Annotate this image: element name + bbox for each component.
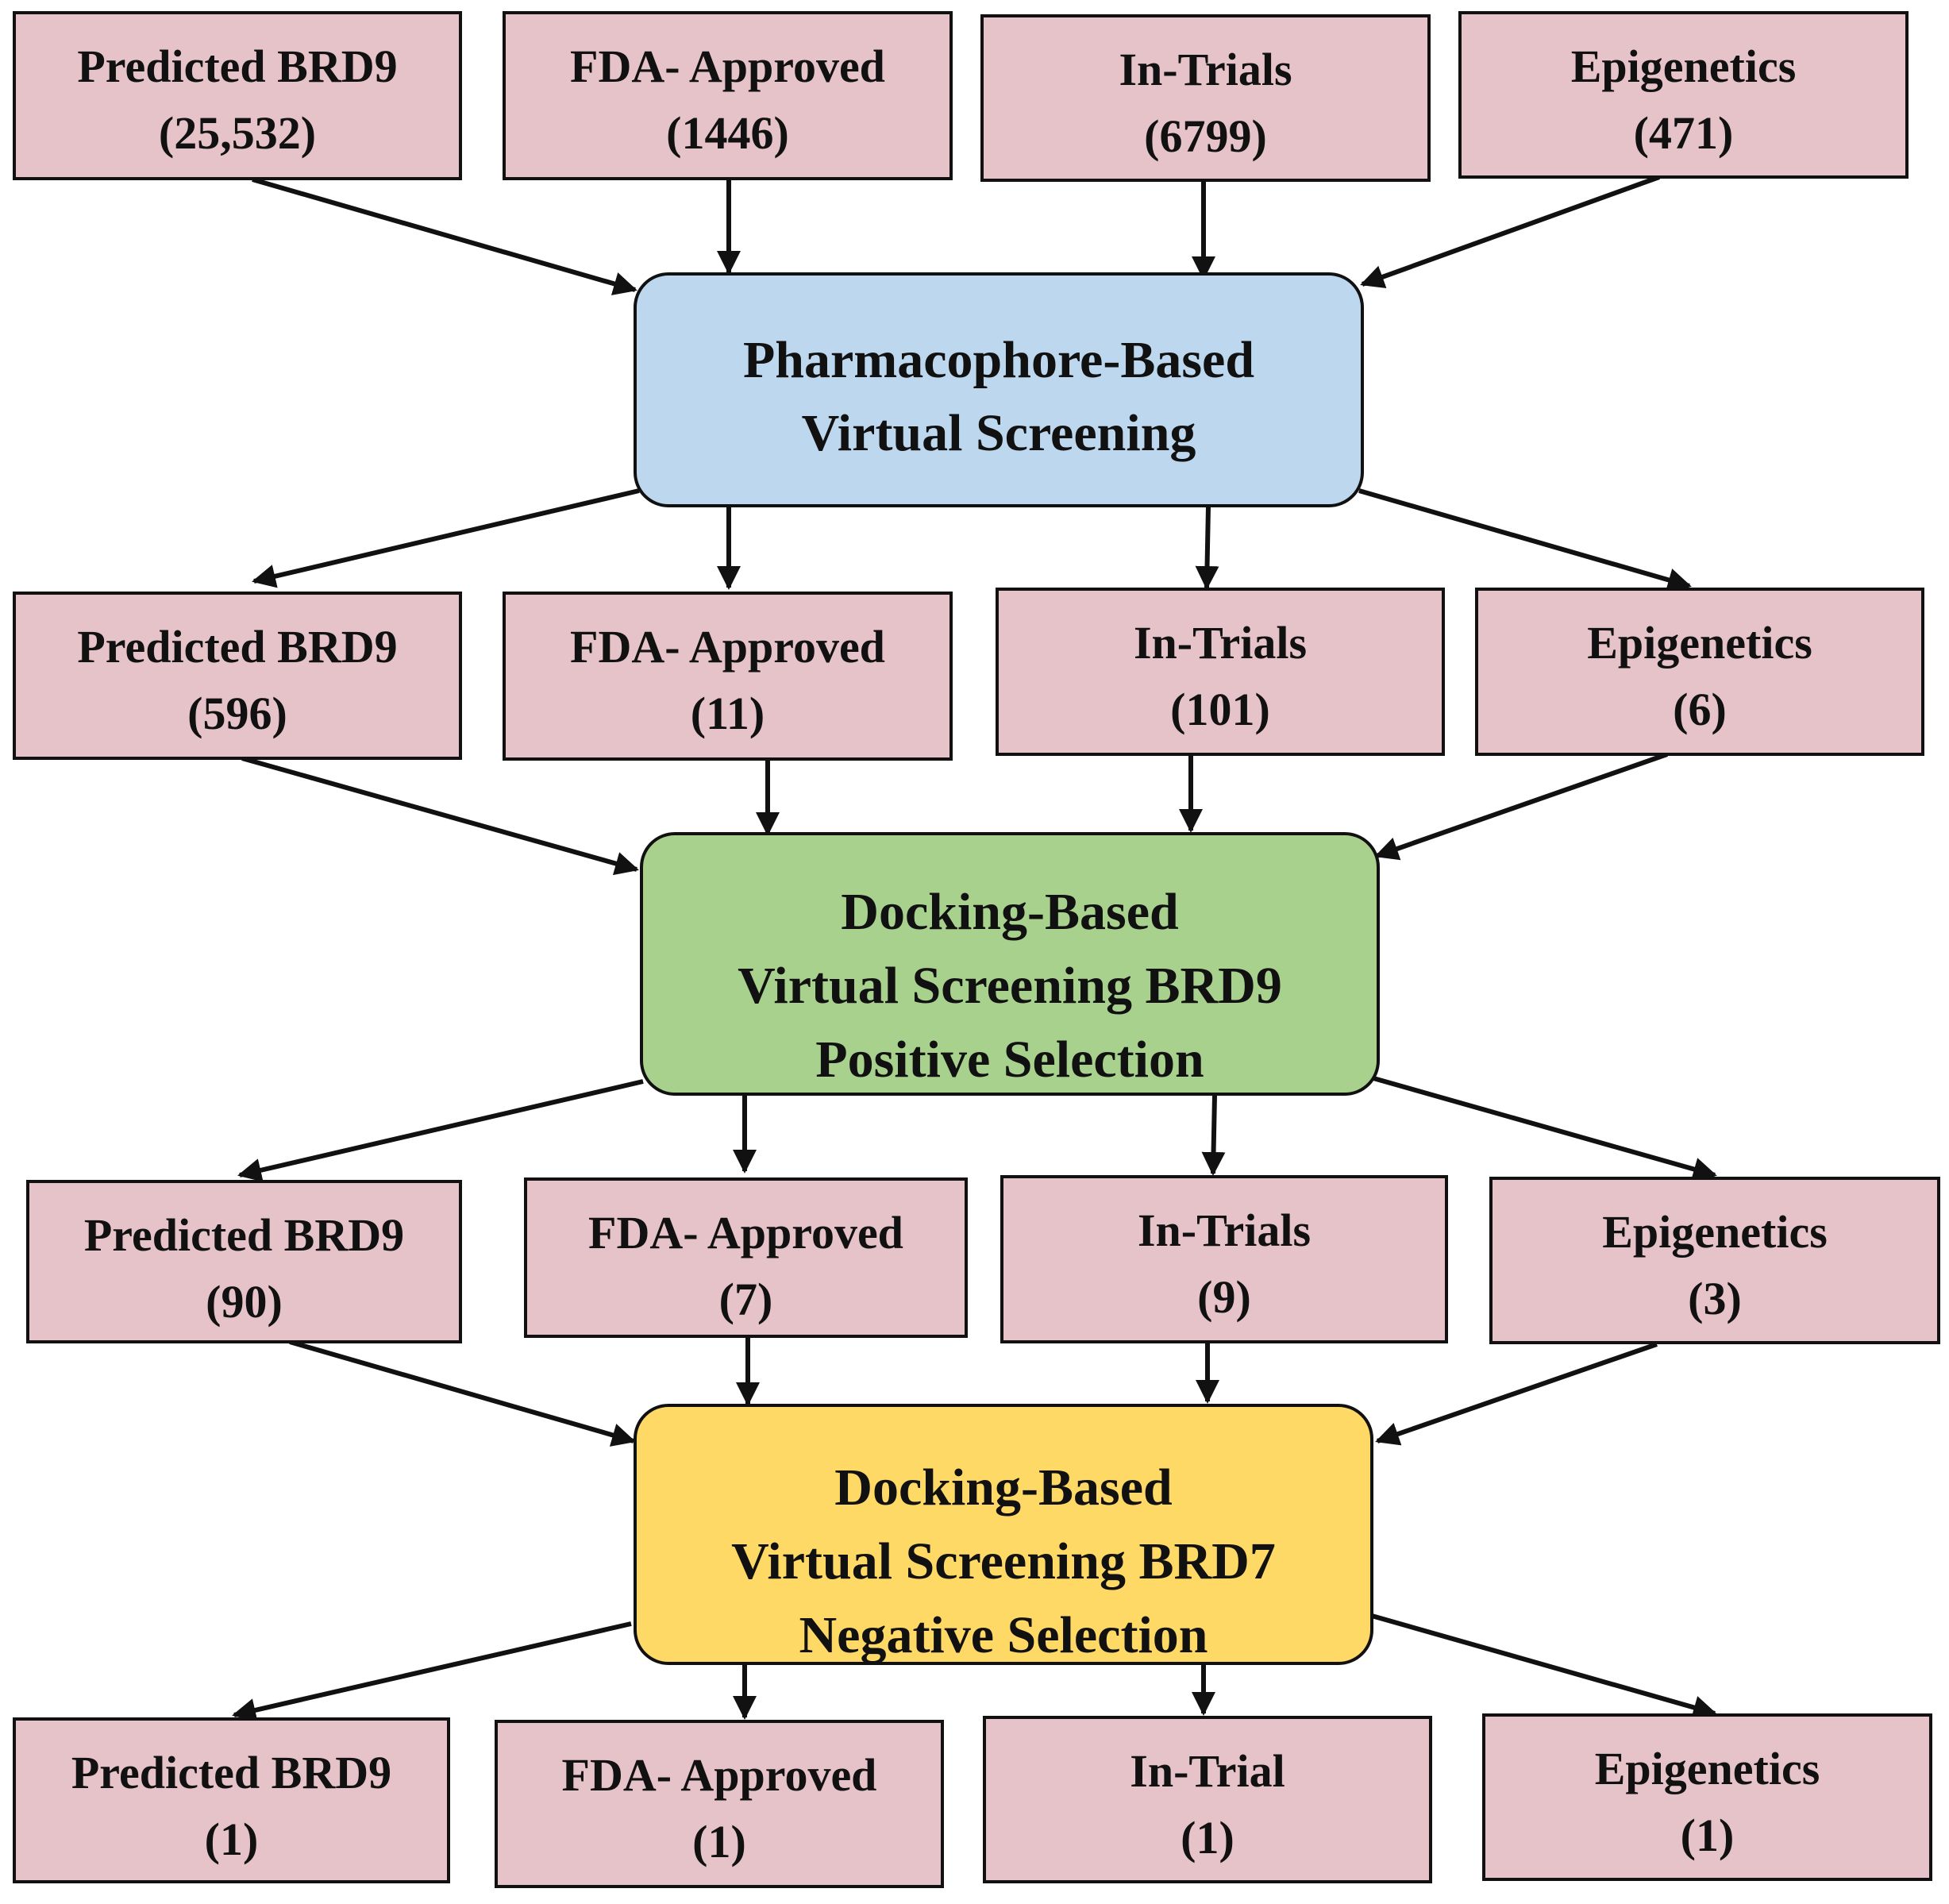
- stage-title-line: Negative Selection: [799, 1606, 1208, 1664]
- database-name: FDA- Approved: [588, 1207, 903, 1258]
- database-box-r4-predicted-brd9: Predicted BRD9 (1): [13, 1717, 450, 1883]
- database-box-background: [1482, 1713, 1932, 1881]
- compound-count: (6): [1673, 684, 1727, 735]
- compound-count: (11): [691, 688, 765, 739]
- database-name: Epigenetics: [1571, 40, 1797, 92]
- database-box-r1-epigenetics: Epigenetics (471): [1458, 11, 1909, 179]
- stage-box-background: [634, 1404, 1373, 1665]
- database-box-background: [1475, 588, 1924, 756]
- database-box-background: [983, 1716, 1432, 1883]
- flow-arrow: [1373, 1076, 1717, 1181]
- compound-count: (1): [205, 1813, 259, 1865]
- database-name: Epigenetics: [1587, 617, 1812, 669]
- database-box-background: [1489, 1177, 1940, 1344]
- database-box-background: [1000, 1175, 1448, 1343]
- database-name: Epigenetics: [1602, 1206, 1828, 1258]
- compound-count: (90): [206, 1276, 283, 1328]
- database-box-background: [980, 14, 1431, 182]
- database-name: In-Trials: [1138, 1204, 1311, 1256]
- flow-arrow: [1360, 175, 1661, 288]
- compound-count: (596): [187, 688, 287, 739]
- database-box-background: [13, 11, 462, 180]
- compound-count: (1446): [666, 107, 789, 159]
- stage-title-line: Positive Selection: [815, 1031, 1204, 1089]
- database-box-r2-epigenetics: Epigenetics (6): [1475, 588, 1924, 756]
- compound-row-4: Predicted BRD9(1)FDA- Approved(1)In-Tria…: [13, 1713, 1932, 1888]
- database-box-r1-in-trials: In-Trials (6799): [980, 14, 1431, 182]
- database-box-r2-fda-approved: FDA- Approved (11): [503, 592, 953, 761]
- nodes-layer: Predicted BRD9 (25,532) FDA- Approved (1446…: [13, 11, 1940, 1888]
- flow-arrow: [1195, 506, 1219, 590]
- database-box-r1-predicted-brd9: Predicted BRD9 (25,532): [13, 11, 462, 180]
- flow-arrow: [241, 756, 639, 876]
- compound-row-2: Predicted BRD9 (596) FDA- Approved (11) In-T…: [13, 588, 1924, 761]
- database-box-r2-in-trials: In-Trials (101): [996, 588, 1445, 756]
- database-name: Predicted BRD9: [77, 40, 397, 92]
- database-box-r3-predicted-brd9: Predicted BRD9 (90): [26, 1180, 462, 1343]
- database-name: FDA- Approved: [570, 621, 885, 673]
- flow-arrow: [252, 177, 637, 295]
- database-box-background: [503, 592, 953, 761]
- database-name: In-Trial: [1130, 1745, 1285, 1797]
- database-box-r4-epigenetics: Epigenetics (1): [1482, 1713, 1932, 1881]
- compound-count: (3): [1688, 1273, 1742, 1324]
- database-box-r1-fda-approved: FDA- Approved (1446): [503, 11, 953, 180]
- database-box-background: [1458, 11, 1909, 179]
- database-name: Predicted BRD9: [71, 1747, 391, 1798]
- database-box-background: [495, 1720, 944, 1888]
- database-name: Epigenetics: [1595, 1743, 1820, 1794]
- database-name: Predicted BRD9: [84, 1209, 404, 1261]
- arrows-layer: [232, 175, 1717, 1722]
- database-name: FDA- Approved: [570, 40, 885, 92]
- stage-title-line: Pharmacophore-Based: [743, 331, 1254, 389]
- database-box-background: [26, 1180, 462, 1343]
- database-box-background: [13, 1717, 450, 1883]
- database-box-r4-in-trial: In-Trial (1): [983, 1716, 1432, 1883]
- database-name: In-Trials: [1119, 44, 1292, 95]
- flow-arrow: [252, 488, 640, 588]
- database-box-r3-in-trials: In-Trials (9): [1000, 1175, 1448, 1343]
- compound-row-3: Predicted BRD9 (90) FDA- Approved (7) In-Tri…: [26, 1175, 1940, 1344]
- compound-count: (471): [1634, 107, 1734, 159]
- database-name: FDA- Approved: [562, 1749, 877, 1801]
- database-name: Predicted BRD9: [77, 621, 397, 673]
- stage-title-line: Virtual Screening: [802, 404, 1196, 462]
- database-name: In-Trials: [1134, 617, 1307, 669]
- flow-arrow: [1201, 1095, 1226, 1176]
- flow-arrow: [1374, 752, 1668, 861]
- flow-arrow: [237, 1079, 644, 1182]
- database-box-background: [503, 11, 953, 180]
- compound-count: (101): [1170, 684, 1270, 735]
- compound-count: (9): [1197, 1271, 1251, 1323]
- stage-box-background: [640, 832, 1380, 1096]
- stage-box-background: [634, 272, 1364, 507]
- flow-arrow: [1375, 1342, 1658, 1446]
- stage-title-line: Virtual Screening BRD7: [731, 1532, 1276, 1590]
- stage-title-line: Docking-Based: [841, 883, 1178, 941]
- compound-count: (7): [719, 1274, 773, 1325]
- compound-count: (1): [692, 1816, 746, 1867]
- database-box-background: [13, 592, 462, 760]
- flow-arrow: [1358, 488, 1692, 592]
- compound-count: (1): [1681, 1810, 1735, 1861]
- database-box-r4-fda-approved: FDA- Approved (1): [495, 1720, 944, 1888]
- compound-count: (25,532): [159, 107, 316, 159]
- flow-arrow: [289, 1339, 636, 1447]
- compound-count: (6799): [1144, 110, 1267, 162]
- compound-count: (1): [1181, 1812, 1234, 1864]
- flow-arrow: [1371, 1613, 1717, 1720]
- flow-arrow: [232, 1621, 632, 1722]
- database-box-background: [996, 588, 1445, 756]
- stage-title-line: Virtual Screening BRD9: [738, 957, 1282, 1015]
- compound-row-1: Predicted BRD9 (25,532) FDA- Approved (1446…: [13, 11, 1909, 182]
- database-box-background: [524, 1177, 968, 1338]
- database-box-r3-fda-approved: FDA- Approved (7): [524, 1177, 968, 1338]
- database-box-r3-epigenetics: Epigenetics (3): [1489, 1177, 1940, 1344]
- stage-title-line: Docking-Based: [834, 1459, 1172, 1517]
- database-box-r2-predicted-brd9: Predicted BRD9 (596): [13, 592, 462, 760]
